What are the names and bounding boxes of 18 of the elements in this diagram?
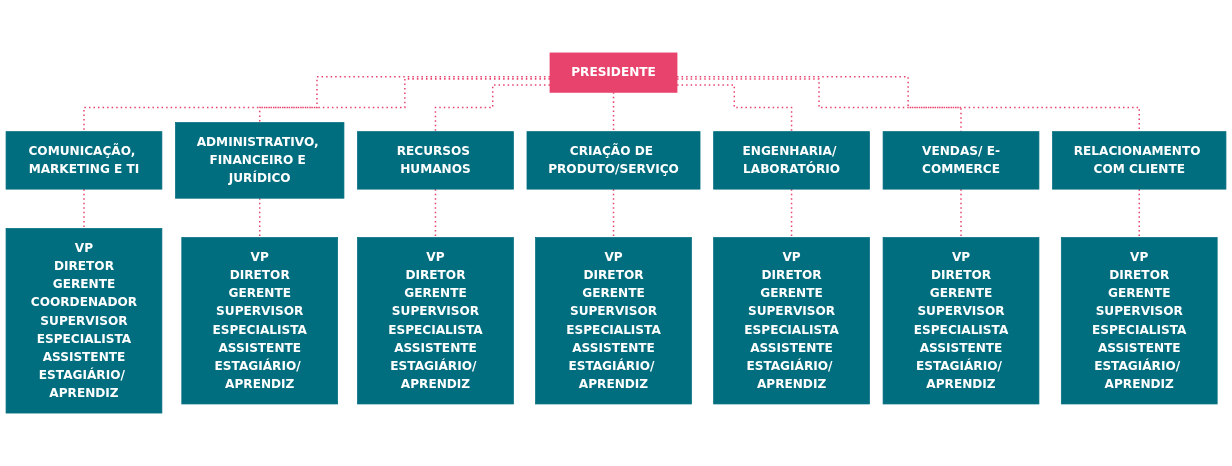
node-box: COMUNICAÇÃO, MARKETING E TI	[5, 131, 163, 190]
node-box: RELACIONAMENTO COM CLIENTE	[1052, 131, 1227, 190]
connector	[434, 84, 551, 133]
connector	[258, 78, 551, 124]
node-box: RECURSOS HUMANOS	[357, 131, 514, 190]
connector	[83, 76, 551, 133]
node-box: VP DIRETOR GERENTE SUPERVISOR ESPECIALISTA ASSISTENTE ESTAGIÁRIO/ APRENDIZ	[357, 237, 514, 405]
node-box: VP DIRETOR GERENTE SUPERVISOR ESPECIALISTA ASSISTENTE ESTAGIÁRIO/ APRENDIZ	[713, 237, 870, 405]
node-box: VP DIRETOR GERENTE COORDENADOR SUPERVISOR ESPECIALISTA ASSISTENTE ESTAGIÁRIO/ APRENDIZ	[5, 228, 163, 414]
node-box: ENGENHARIA/ LABORATÓRIO	[713, 131, 870, 190]
node-box: VP DIRETOR GERENTE SUPERVISOR ESPECIALISTA ASSISTENTE ESTAGIÁRIO/ APRENDIZ	[882, 237, 1040, 405]
node-box: ADMINISTRATIVO, FINANCEIRO E JURÍDICO	[175, 122, 345, 199]
node-box: VP DIRETOR GERENTE SUPERVISOR ESPECIALISTA ASSISTENTE ESTAGIÁRIO/ APRENDIZ	[181, 237, 338, 405]
node-box: VP DIRETOR GERENTE SUPERVISOR ESPECIALISTA ASSISTENTE ESTAGIÁRIO/ APRENDIZ	[535, 237, 692, 405]
node-box: CRIAÇÃO DE PRODUTO/SERVIÇO	[526, 131, 701, 190]
node-box: VENDAS/ E-COMMERCE	[882, 131, 1040, 190]
node-box: PRESIDENTE	[549, 52, 678, 93]
node-box: VP DIRETOR GERENTE SUPERVISOR ESPECIALISTA ASSISTENTE ESTAGIÁRIO/ APRENDIZ	[1060, 237, 1218, 405]
